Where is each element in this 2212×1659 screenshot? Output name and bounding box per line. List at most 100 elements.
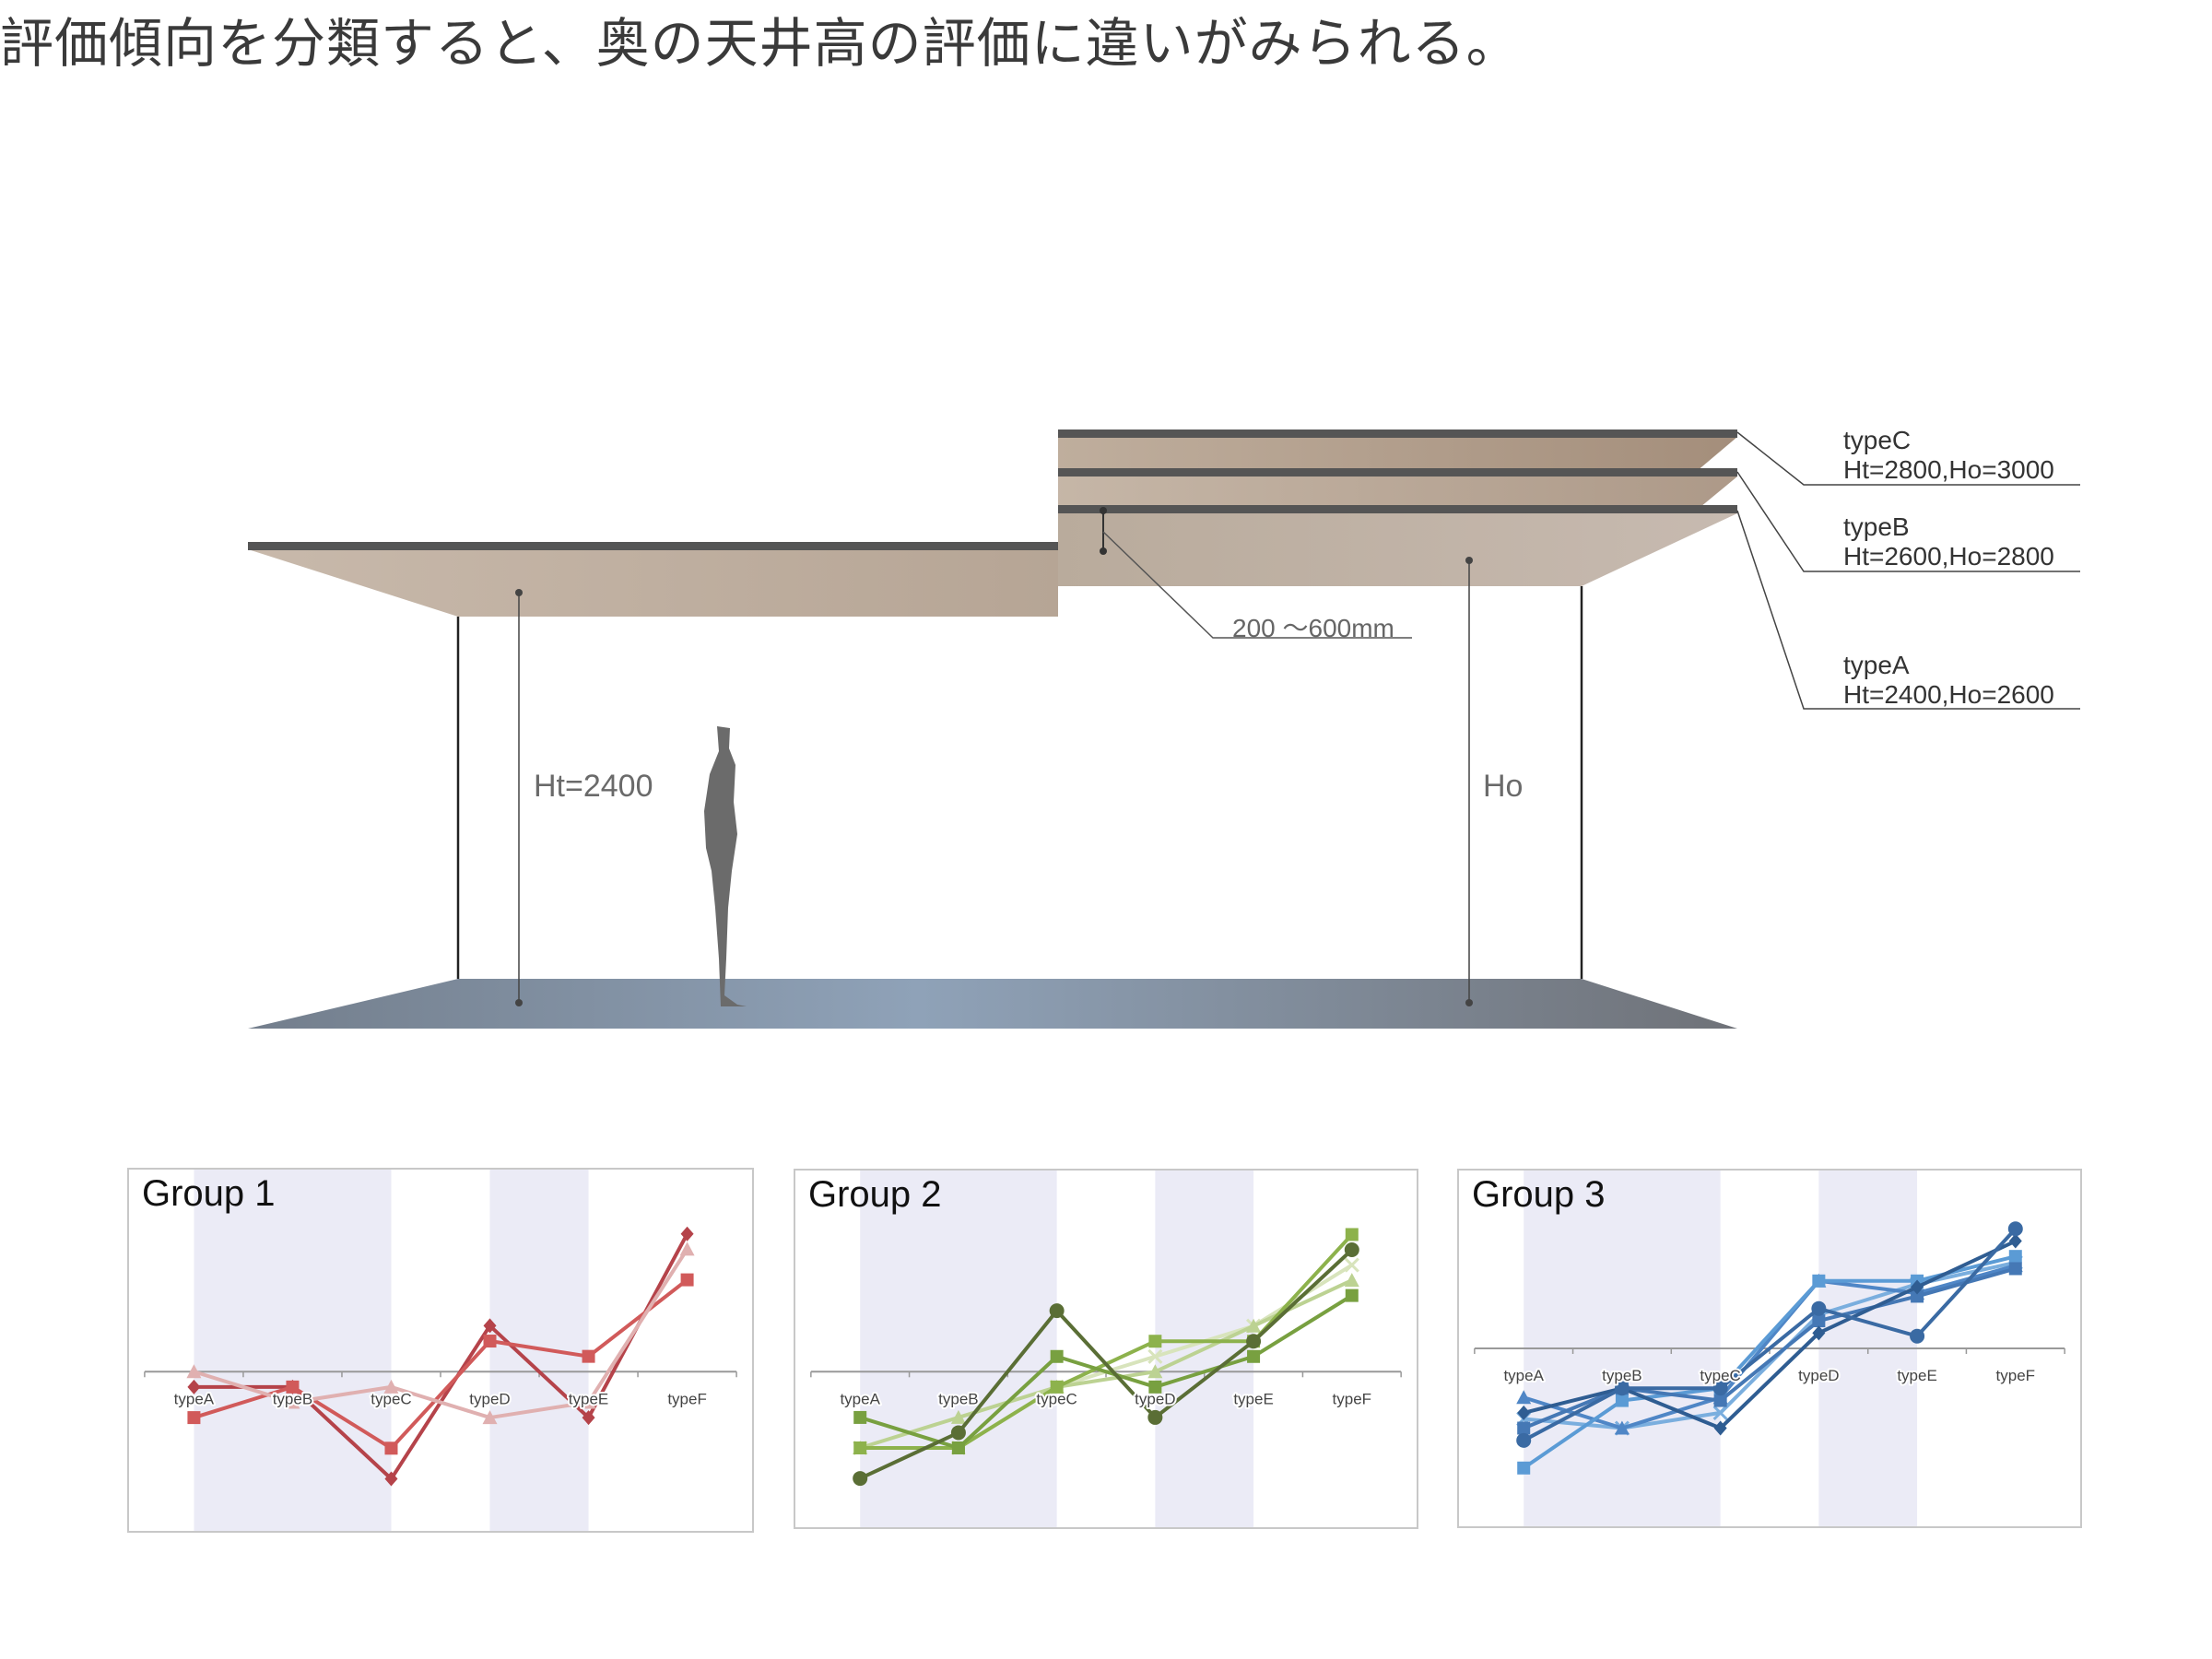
series-2 — [187, 1273, 694, 1455]
series-line — [859, 1248, 1354, 1480]
data-point — [2008, 1250, 2022, 1264]
data-point — [1147, 1409, 1163, 1425]
series-line — [859, 1278, 1353, 1450]
x-tick-label: typeF — [667, 1390, 707, 1407]
shaded-band — [194, 1170, 392, 1531]
data-point — [853, 1441, 867, 1454]
data-point — [1517, 1421, 1531, 1435]
data-point — [1148, 1335, 1162, 1348]
series-line — [193, 1278, 688, 1451]
data-point — [1050, 1349, 1064, 1363]
data-point — [1148, 1380, 1162, 1394]
data-point — [2007, 1221, 2023, 1237]
typeC-ceiling-edge — [1058, 429, 1737, 438]
x-tick-label: typeE — [1897, 1367, 1936, 1384]
data-point — [680, 1226, 694, 1241]
type-name: typeA — [1843, 651, 1910, 679]
series-5 — [853, 1242, 1359, 1487]
data-point — [1517, 1405, 1531, 1420]
data-point — [853, 1471, 868, 1487]
data-point — [581, 1394, 596, 1409]
data-point — [1614, 1381, 1630, 1396]
ht-dimension-line — [515, 589, 523, 1006]
series-4 — [853, 1288, 1359, 1454]
series-line — [1523, 1227, 2018, 1442]
floor — [248, 979, 1737, 1029]
data-point — [1712, 1381, 1728, 1396]
data-point — [384, 1471, 398, 1487]
data-point — [483, 1318, 497, 1334]
typeB-ceiling-edge — [1058, 468, 1737, 477]
data-point — [1147, 1364, 1163, 1379]
type-spec: Ht=2800,Ho=3000 — [1843, 455, 2054, 484]
data-point — [1344, 1273, 1359, 1288]
data-point — [1811, 1300, 1827, 1316]
data-point — [1344, 1242, 1359, 1257]
data-point — [1614, 1420, 1630, 1435]
x-tick-label: typeE — [1233, 1390, 1273, 1407]
data-point — [1516, 1390, 1532, 1405]
data-point — [1713, 1394, 1727, 1407]
typeB-label: typeB Ht=2600,Ho=2800 — [1843, 512, 2054, 571]
x-tick-label: typeB — [938, 1390, 978, 1407]
typeA-ceiling-slab — [1058, 513, 1737, 586]
typeC-leader-line — [1736, 431, 2080, 486]
x-tick-label: typeE — [569, 1390, 608, 1407]
data-point — [1246, 1334, 1262, 1349]
data-point — [187, 1411, 201, 1425]
x-tick-label: typeF — [1996, 1367, 2036, 1384]
series-line — [193, 1248, 689, 1420]
series-line — [1523, 1239, 2017, 1430]
data-point — [383, 1379, 399, 1394]
data-point — [186, 1364, 202, 1379]
data-point — [384, 1441, 398, 1455]
x-tick-label: typeD — [1798, 1367, 1839, 1384]
type-name: typeC — [1843, 426, 1912, 454]
x-tick-label: typeB — [273, 1390, 312, 1407]
series-line — [859, 1293, 1353, 1450]
data-point — [1050, 1380, 1064, 1394]
type-name: typeB — [1843, 512, 1910, 541]
x-tick-label: typeC — [1036, 1390, 1077, 1407]
x-tick-label: typeA — [1503, 1367, 1544, 1384]
chart-title: Group 1 — [142, 1173, 276, 1214]
data-point — [1812, 1325, 1826, 1341]
chart-title: Group 3 — [1472, 1174, 1606, 1215]
data-point — [679, 1241, 695, 1256]
series-line — [1523, 1264, 2017, 1430]
data-point — [2008, 1262, 2022, 1276]
data-point — [1910, 1328, 1925, 1344]
x-tick-label: typeD — [1135, 1390, 1175, 1407]
data-point — [286, 1380, 300, 1394]
person-silhouette — [704, 726, 747, 1006]
page-title: 評価傾向を分類すると、奥の天井高の評価に違いがみられる。 — [0, 12, 1521, 75]
data-point — [1517, 1461, 1531, 1475]
data-point — [482, 1410, 498, 1425]
data-point — [1911, 1289, 1924, 1303]
data-point — [483, 1335, 497, 1348]
data-point — [1516, 1432, 1532, 1448]
data-point — [853, 1410, 867, 1424]
data-point — [950, 1409, 966, 1424]
data-point — [1812, 1274, 1826, 1288]
data-point — [1615, 1394, 1629, 1407]
data-point — [951, 1441, 965, 1454]
data-point — [285, 1394, 300, 1409]
data-point — [1911, 1279, 1924, 1295]
typeB-ceiling-slab — [1058, 477, 1737, 507]
typeA-label: typeA Ht=2400,Ho=2600 — [1843, 651, 2054, 710]
data-point — [582, 1410, 595, 1426]
series-6 — [1516, 1221, 2023, 1448]
front-ceiling-edge — [248, 542, 1058, 550]
data-point — [680, 1273, 694, 1287]
series-3 — [186, 1241, 695, 1425]
typeC-ceiling-slab — [1058, 437, 1737, 472]
data-point — [1345, 1288, 1359, 1302]
data-point — [950, 1425, 966, 1441]
data-point — [1147, 1348, 1163, 1364]
data-point — [1812, 1314, 1826, 1328]
